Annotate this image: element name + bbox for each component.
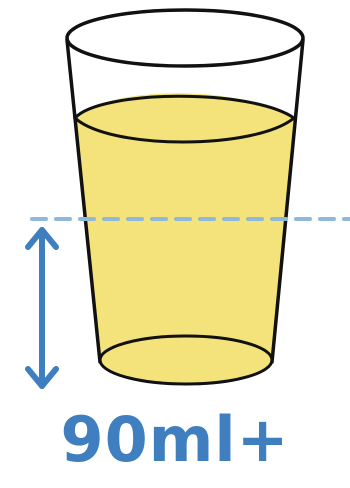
glass-right-wall: [270, 38, 305, 364]
double-headed-vertical-arrow-icon: [25, 227, 59, 389]
glass-left-wall: [65, 38, 102, 364]
drinking-glass-icon: [65, 8, 305, 386]
juice-fill: [75, 93, 294, 380]
glass-bottom: [98, 334, 274, 386]
volume-label: 90ml+: [60, 403, 290, 476]
glass-rim: [65, 8, 305, 68]
